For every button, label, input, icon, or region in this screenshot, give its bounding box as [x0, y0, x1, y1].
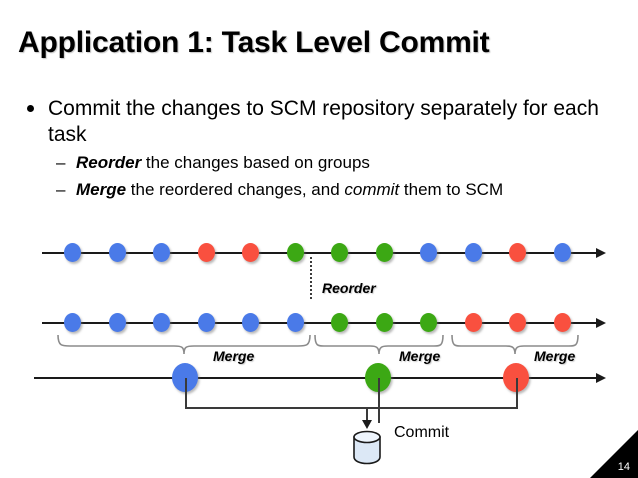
timeline-axis-row3: [34, 377, 598, 379]
page-title: Application 1: Task Level Commit: [18, 26, 490, 59]
connector-vertical-to-db: [366, 407, 368, 425]
dash-marker-icon: –: [56, 180, 66, 199]
row1-node-green: [375, 243, 393, 262]
commit-label: Commit: [394, 424, 450, 441]
row2-node-green: [420, 313, 437, 332]
timeline-arrow-row1: [596, 248, 606, 258]
row2-node-blue: [242, 313, 259, 332]
row2-node-blue: [64, 313, 81, 332]
bullet-item-3-lead: Merge: [76, 180, 127, 199]
row2-node-blue: [197, 313, 215, 332]
timeline-axis-row1: [42, 252, 598, 254]
bullet-item-2-lead: Reorder: [76, 153, 142, 172]
row2-node-blue: [108, 313, 126, 332]
row2-node-blue: [153, 313, 170, 332]
bullet-list: Commit the changes to SCM repository sep…: [18, 96, 632, 202]
bullet-item-2-rest: the changes based on groups: [141, 153, 370, 172]
row1-node-green: [286, 243, 304, 262]
merge-label-3: Merge: [534, 348, 576, 364]
task-commit-diagram: Reorder Merge Merge Merge: [0, 225, 638, 478]
row1-node-blue: [64, 243, 81, 262]
bullet-item-3-italic: commit: [344, 180, 400, 199]
bullet-item-1-text: Commit the changes to SCM repository sep…: [48, 97, 599, 146]
row1-node-blue: [153, 243, 170, 262]
reorder-dotted-line: [310, 257, 312, 299]
bullet-item-2: – Reorder the changes based on groups: [18, 150, 632, 175]
merge-label-1: Merge: [213, 348, 255, 364]
row2-node-green: [375, 313, 393, 332]
connector-vertical-red: [516, 378, 518, 408]
bullet-item-3-mid: the reordered changes, and: [126, 180, 345, 199]
connector-horizontal: [185, 407, 518, 409]
bullet-item-3-tail: them to SCM: [399, 180, 504, 199]
row2-node-red: [509, 313, 526, 332]
connector-vertical-green: [378, 378, 380, 423]
row1-node-blue: [108, 243, 126, 262]
row1-node-blue: [420, 243, 437, 262]
merge-brace-2: [314, 334, 444, 355]
merge-label-2: Merge: [399, 348, 441, 364]
timeline-arrow-row3: [596, 373, 606, 383]
page-number: 14: [617, 461, 630, 473]
timeline-axis-row2: [42, 322, 598, 324]
bullet-dot-icon: [27, 105, 34, 112]
row2-node-blue: [286, 313, 304, 332]
row1-node-red: [242, 243, 259, 262]
timeline-arrow-row2: [596, 318, 606, 328]
merge-brace-1: [57, 334, 311, 355]
row2-node-red: [553, 313, 571, 332]
connector-vertical-blue: [185, 378, 187, 408]
merge-brace-3: [451, 334, 579, 355]
bullet-item-3: – Merge the reordered changes, and commi…: [18, 177, 632, 202]
database-cylinder-icon: [353, 430, 381, 465]
bullet-item-1: Commit the changes to SCM repository sep…: [18, 96, 632, 148]
row1-node-red: [197, 243, 215, 262]
commit-arrow-icon: [362, 420, 372, 429]
row2-node-red: [464, 313, 482, 332]
dash-marker-icon: –: [56, 153, 66, 172]
row2-node-green: [331, 313, 348, 332]
row1-node-green: [331, 243, 348, 262]
reorder-label: Reorder: [322, 280, 376, 296]
row1-node-red: [509, 243, 526, 262]
row1-node-blue: [464, 243, 482, 262]
row1-node-blue: [553, 243, 571, 262]
